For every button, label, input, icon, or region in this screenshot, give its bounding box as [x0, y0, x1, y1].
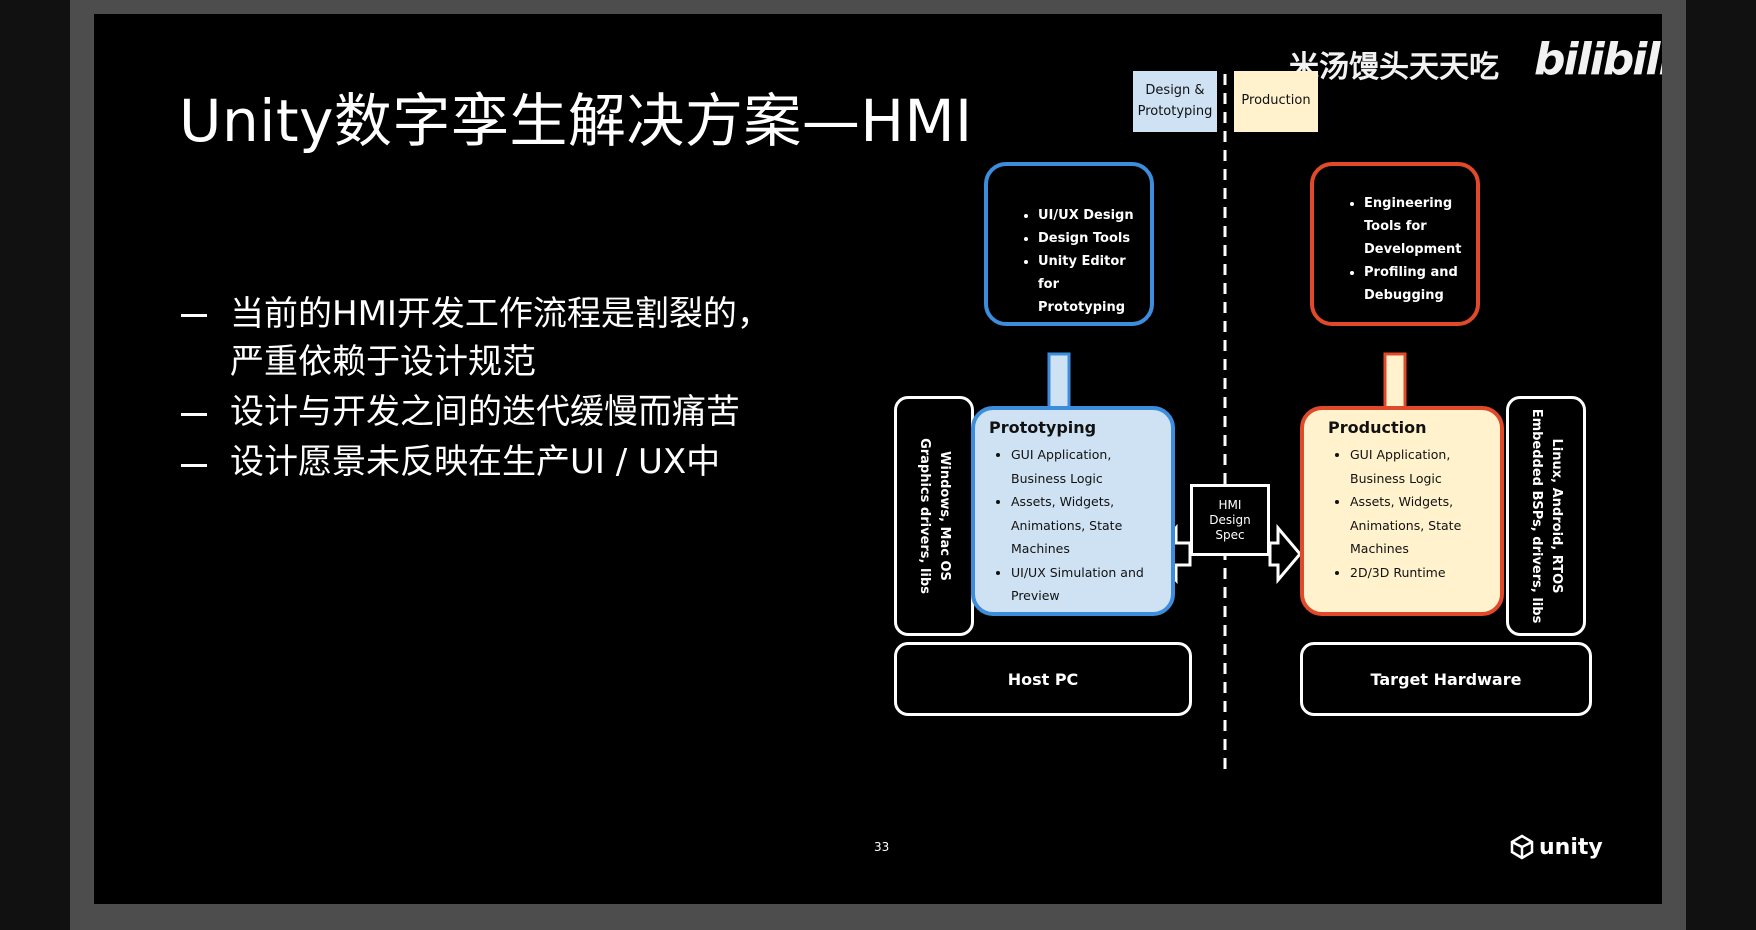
tools-right-item: Engineering Tools for Development [1364, 192, 1468, 261]
prototyping-item: GUI Application, Business Logic [1011, 443, 1163, 490]
prototyping-item: Assets, Widgets, Animations, State Machi… [1011, 490, 1163, 561]
engineering-tools-box: Engineering Tools for Development Profil… [1310, 162, 1480, 326]
right-arrowhead-icon [1268, 523, 1302, 585]
host-os-line2: Graphics drivers, libs [917, 438, 932, 594]
window-frame-right-strip [1662, 0, 1686, 930]
window-frame-bottom [70, 904, 1686, 930]
bullet-dash-1 [181, 314, 207, 317]
design-tools-box: UI/UX Design Design Tools Unity Editor f… [984, 162, 1154, 326]
unity-logo-icon [1510, 834, 1534, 860]
tools-left-item: Design Tools [1038, 227, 1142, 250]
bullet-dash-2 [181, 413, 207, 416]
tools-right-item: Profiling and Debugging [1364, 261, 1468, 307]
production-item: 2D/3D Runtime [1350, 561, 1492, 585]
target-os-panel: Linux, Android, RTOS Embedded BSPs, drive… [1506, 396, 1586, 636]
unity-brand-text: unity [1539, 834, 1603, 860]
production-box: Production GUI Application, Business Log… [1300, 406, 1504, 616]
target-os-line2: Embedded BSPs, drivers, libs [1529, 408, 1544, 624]
hmi-spec-line1: HMI [1218, 497, 1242, 512]
bilibili-logo: bilibili [1534, 34, 1662, 85]
tools-left-item: Unity Editor for Prototyping [1038, 250, 1142, 319]
window-frame-right [1686, 0, 1756, 930]
page-number: 33 [874, 840, 890, 854]
hmi-spec-line2: Design [1209, 512, 1251, 527]
channel-watermark: 米汤馒头天天吃 [1289, 50, 1499, 85]
host-os-panel: Windows, Mac OS Graphics drivers, libs [894, 396, 974, 636]
tag-design-line1: Design & [1145, 82, 1205, 98]
slide-title: Unity数字孪生解决方案—HMI [179, 87, 973, 155]
tag-production: Production [1234, 71, 1318, 132]
target-os-line1: Linux, Android, RTOS [1549, 438, 1564, 594]
prototyping-item: UI/UX Simulation and Preview [1011, 561, 1163, 608]
unity-brand: unity [1509, 834, 1603, 860]
bullet-1-line-2: 严重依赖于设计规范 [230, 342, 536, 382]
production-title: Production [1328, 418, 1427, 437]
host-os-line1: Windows, Mac OS [937, 451, 952, 581]
presentation-slide: Unity数字孪生解决方案—HMI 当前的HMI开发工作流程是割裂的， 严重依赖… [94, 14, 1662, 904]
bullet-dash-3 [181, 464, 207, 467]
tools-left-item: UI/UX Design [1038, 204, 1142, 227]
window-frame-left-strip [70, 0, 94, 930]
window-frame-left [0, 0, 70, 930]
production-item: GUI Application, Business Logic [1350, 443, 1492, 490]
tag-design-prototyping: Design & Prototyping [1133, 71, 1217, 132]
bullet-3: 设计愿景未反映在生产UI / UX中 [230, 442, 721, 482]
target-hardware-panel: Target Hardware [1300, 642, 1592, 716]
bullet-1-line-1: 当前的HMI开发工作流程是割裂的， [230, 294, 771, 334]
production-item: Assets, Widgets, Animations, State Machi… [1350, 490, 1492, 561]
prototyping-title: Prototyping [989, 418, 1097, 437]
window-frame-top [70, 0, 1686, 14]
tag-design-line2: Prototyping [1137, 103, 1213, 119]
bullet-2: 设计与开发之间的迭代缓慢而痛苦 [230, 392, 740, 432]
hmi-spec-line3: Spec [1215, 527, 1245, 542]
host-pc-panel: Host PC [894, 642, 1192, 716]
prototyping-box: Prototyping GUI Application, Business Lo… [971, 406, 1175, 616]
